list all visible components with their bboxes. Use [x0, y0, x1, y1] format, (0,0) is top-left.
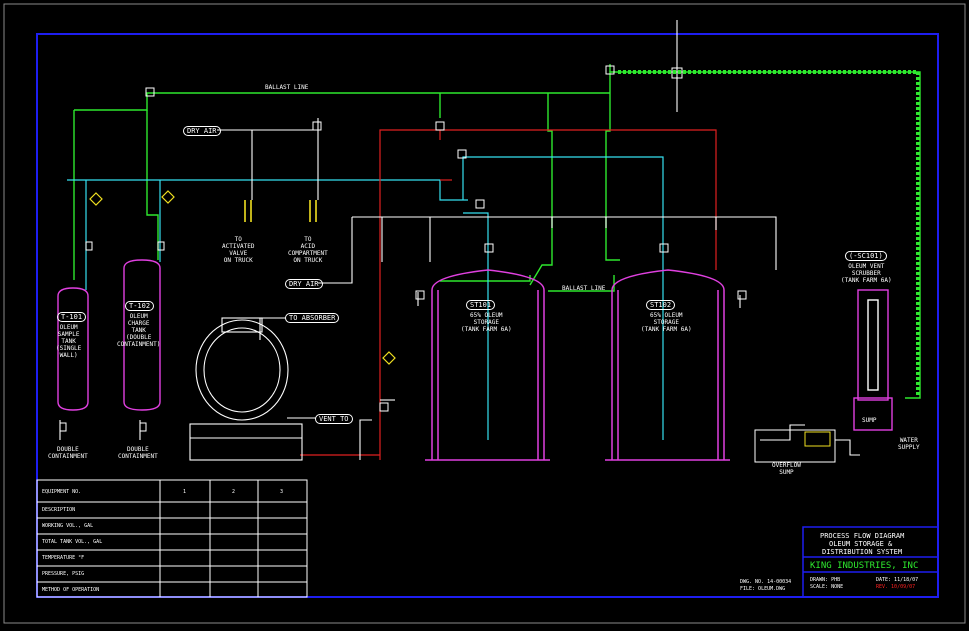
st102-tag: ST102: [646, 300, 676, 310]
table-row-label-2: TOTAL TANK VOL., GAL: [42, 539, 103, 545]
double-containment-1-label: DOUBLE CONTAINMENT: [48, 446, 88, 460]
st101-tag: ST101: [466, 300, 496, 310]
vessel-st101: [425, 269, 550, 461]
vent-piping: [67, 156, 664, 440]
sheet-border-outer: [3, 3, 966, 624]
title-line-2: OLEUM STORAGE &: [829, 540, 893, 548]
vessel-t101: [57, 287, 89, 411]
company-name: KING INDUSTRIES, INC: [810, 561, 919, 571]
dry-air-tag: DRY AIR: [183, 126, 221, 136]
sc101-desc: OLEUM VENT SCRUBBER (TANK FARM 6A): [841, 263, 892, 284]
valves: [59, 65, 747, 432]
to-acid-label: TO ACID COMPARTMENT ON TRUCK: [288, 236, 328, 264]
to-absorber-tag: TO ABSORBER: [285, 313, 340, 323]
overflow-sump-label: OVERFLOW SUMP: [772, 462, 801, 476]
instrument-symbols: [89, 190, 396, 365]
drawn-by: DRAWN: PHB: [810, 577, 841, 583]
sheet-border-inner: [36, 33, 939, 598]
title-line-3: DISTRIBUTION SYSTEM: [822, 548, 903, 556]
utility-piping: [59, 20, 860, 460]
double-containment-2-label: DOUBLE CONTAINMENT: [118, 446, 158, 460]
table-row-label-4: PRESSURE, PSIG: [42, 571, 85, 577]
truck-connections: [244, 200, 317, 222]
vessel-sc101: [853, 289, 893, 431]
oleum-piping: [300, 129, 717, 460]
ballast-line-mid-label: BALLAST LINE: [562, 285, 606, 292]
t102-tag: T-102: [125, 301, 155, 311]
title-block-frame: [802, 526, 939, 598]
revision: REV. 10/09/07: [876, 584, 916, 590]
ballast-line-top-label: BALLAST LINE: [265, 84, 309, 91]
vessel-t102: [123, 259, 161, 411]
file-name: FILE: OLEUM.DWG: [740, 586, 786, 592]
sump-label: SUMP: [862, 417, 877, 424]
table-row-label-6: METHOD OF OPERATION: [42, 587, 100, 593]
t102-desc: OLEUM CHARGE TANK (DOUBLE CONTAINMENT): [117, 313, 161, 348]
table-header-2: 2: [232, 489, 236, 495]
table-header-0: EQUIPMENT NO.: [42, 489, 82, 495]
table-header-1: 1: [183, 489, 187, 495]
tank-truck: [189, 317, 303, 461]
t101-tag: T-101: [57, 312, 87, 322]
vessel-st102: [605, 269, 730, 461]
water-supply-label: WATER SUPPLY: [898, 437, 920, 451]
drawing-number: DWG. NO. 14-00034: [740, 579, 792, 585]
table-row-label-3: TEMPERATURE °F: [42, 555, 85, 561]
title-line-1: PROCESS FLOW DIAGRAM: [820, 532, 905, 540]
table-row-label-1: WORKING VOL., GAL: [42, 523, 94, 529]
overflow-sump: [754, 429, 836, 463]
equipment-table-grid: [36, 479, 308, 598]
scale: SCALE: NONE: [810, 584, 844, 590]
dry-air-tag-2: DRY AIR: [285, 279, 323, 289]
to-activated-label: TO ACTIVATED VALVE ON TRUCK: [222, 236, 255, 264]
st101-desc: 65% OLEUM STORAGE (TANK FARM 6A): [461, 312, 512, 333]
sc101-tag: (-SC101): [845, 251, 887, 261]
st102-desc: 65% OLEUM STORAGE (TANK FARM 6A): [641, 312, 692, 333]
date: DATE: 11/18/07: [876, 577, 919, 583]
table-header-3: 3: [280, 489, 284, 495]
scrubber-vent-line: [618, 70, 920, 395]
vent-to-tag: VENT TO: [315, 414, 353, 424]
t101-desc: OLEUM SAMPLE TANK (SINGLE WALL): [56, 324, 82, 359]
table-row-label-0: DESCRIPTION: [42, 507, 76, 513]
